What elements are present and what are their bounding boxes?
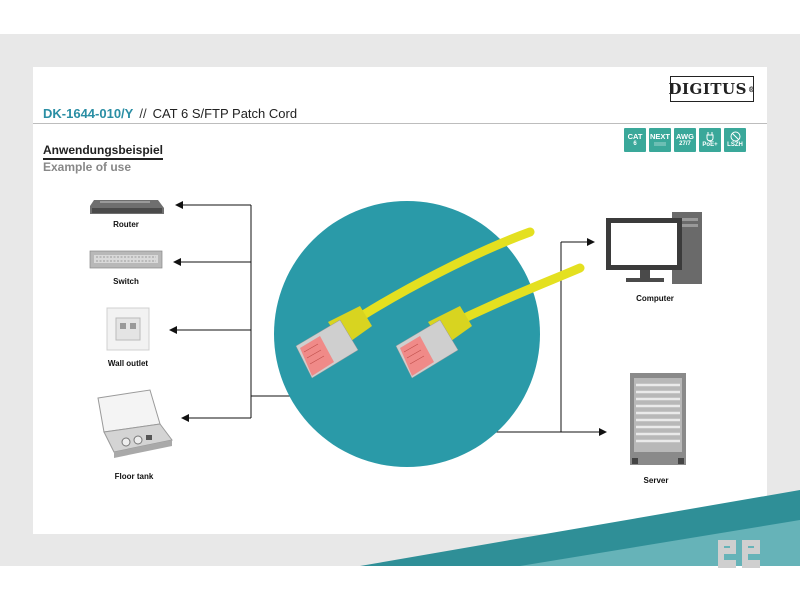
label-router: Router	[113, 220, 139, 229]
computer-icon	[606, 212, 702, 284]
spec-badges: CAT 6 NEXT AWG 27/7 PoE+ LSZH	[624, 128, 746, 152]
part-number: DK-1644-010/Y	[43, 106, 134, 121]
badge-next: NEXT	[649, 128, 671, 152]
page-title: DK-1644-010/Y // CAT 6 S/FTP Patch Cord	[43, 106, 297, 121]
no-halogen-icon	[730, 131, 740, 142]
badge-cat6: CAT 6	[624, 128, 646, 152]
badge-cat6-mid: 6	[633, 140, 637, 147]
digitus-logo: DIGITUS®	[668, 76, 756, 102]
badge-lszh: LSZH	[724, 128, 746, 152]
label-switch: Switch	[113, 277, 139, 286]
floor-tank-icon	[97, 389, 173, 458]
badge-next-top: NEXT	[649, 131, 670, 141]
title-separator: //	[139, 106, 147, 121]
label-wall-outlet: Wall outlet	[107, 359, 149, 368]
badge-next-lines	[654, 142, 666, 146]
badge-poe: PoE+	[699, 128, 721, 152]
badge-lszh-label: LSZH	[727, 142, 743, 149]
badge-cat6-top: CAT	[627, 131, 643, 141]
logo-reg: ®	[747, 84, 756, 94]
section-title-en: Example of use	[43, 160, 132, 174]
connector-right	[395, 306, 472, 379]
router-icon	[90, 200, 164, 214]
header-divider	[33, 123, 767, 124]
badge-awg-top: AWG	[676, 131, 694, 141]
label-computer: Computer	[636, 294, 674, 303]
server-icon	[630, 373, 686, 465]
watermark-logo	[718, 540, 760, 568]
badge-poe-label: PoE+	[702, 142, 718, 149]
badge-awg: AWG 27/7	[674, 128, 696, 152]
product-name: CAT 6 S/FTP Patch Cord	[152, 106, 298, 121]
wall-outlet-icon	[106, 307, 150, 351]
badge-awg-mid: 27/7	[679, 140, 691, 147]
label-server: Server	[643, 476, 669, 485]
switch-icon	[89, 250, 163, 269]
connector-left	[295, 306, 372, 379]
left-connection-lines	[169, 201, 316, 422]
label-floor-tank: Floor tank	[114, 472, 154, 481]
plug-icon	[706, 132, 714, 143]
teal-circle	[274, 201, 540, 467]
logo-text: DIGITUS	[668, 80, 747, 98]
section-title-de: Anwendungsbeispiel	[43, 143, 164, 160]
